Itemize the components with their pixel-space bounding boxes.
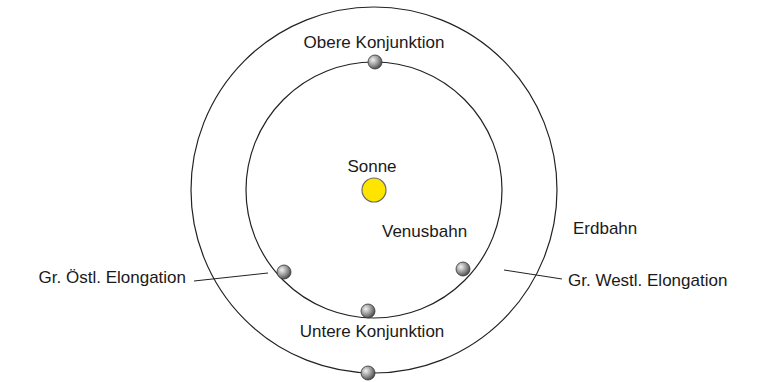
venus-planet [456,262,470,276]
sun-symbol [362,178,386,202]
earth-planet [361,366,375,380]
venus-planet [277,265,291,279]
sun-label: Sonne [347,157,396,177]
venus-orbit [246,62,502,318]
orbit-label: Venusbahn [382,222,467,242]
conjunction-label: Untere Konjunktion [300,322,445,342]
leader-line [504,270,562,279]
conjunction-label: Obere Konjunktion [304,33,445,53]
venus-planet [368,55,382,69]
elongation-label: Gr. Östl. Elongation [39,268,186,288]
elongation-label: Gr. Westl. Elongation [568,271,727,291]
earth-orbit [191,7,557,373]
orbit-label: Erdbahn [573,219,637,239]
leader-line [194,273,268,281]
venus-planet [361,304,375,318]
